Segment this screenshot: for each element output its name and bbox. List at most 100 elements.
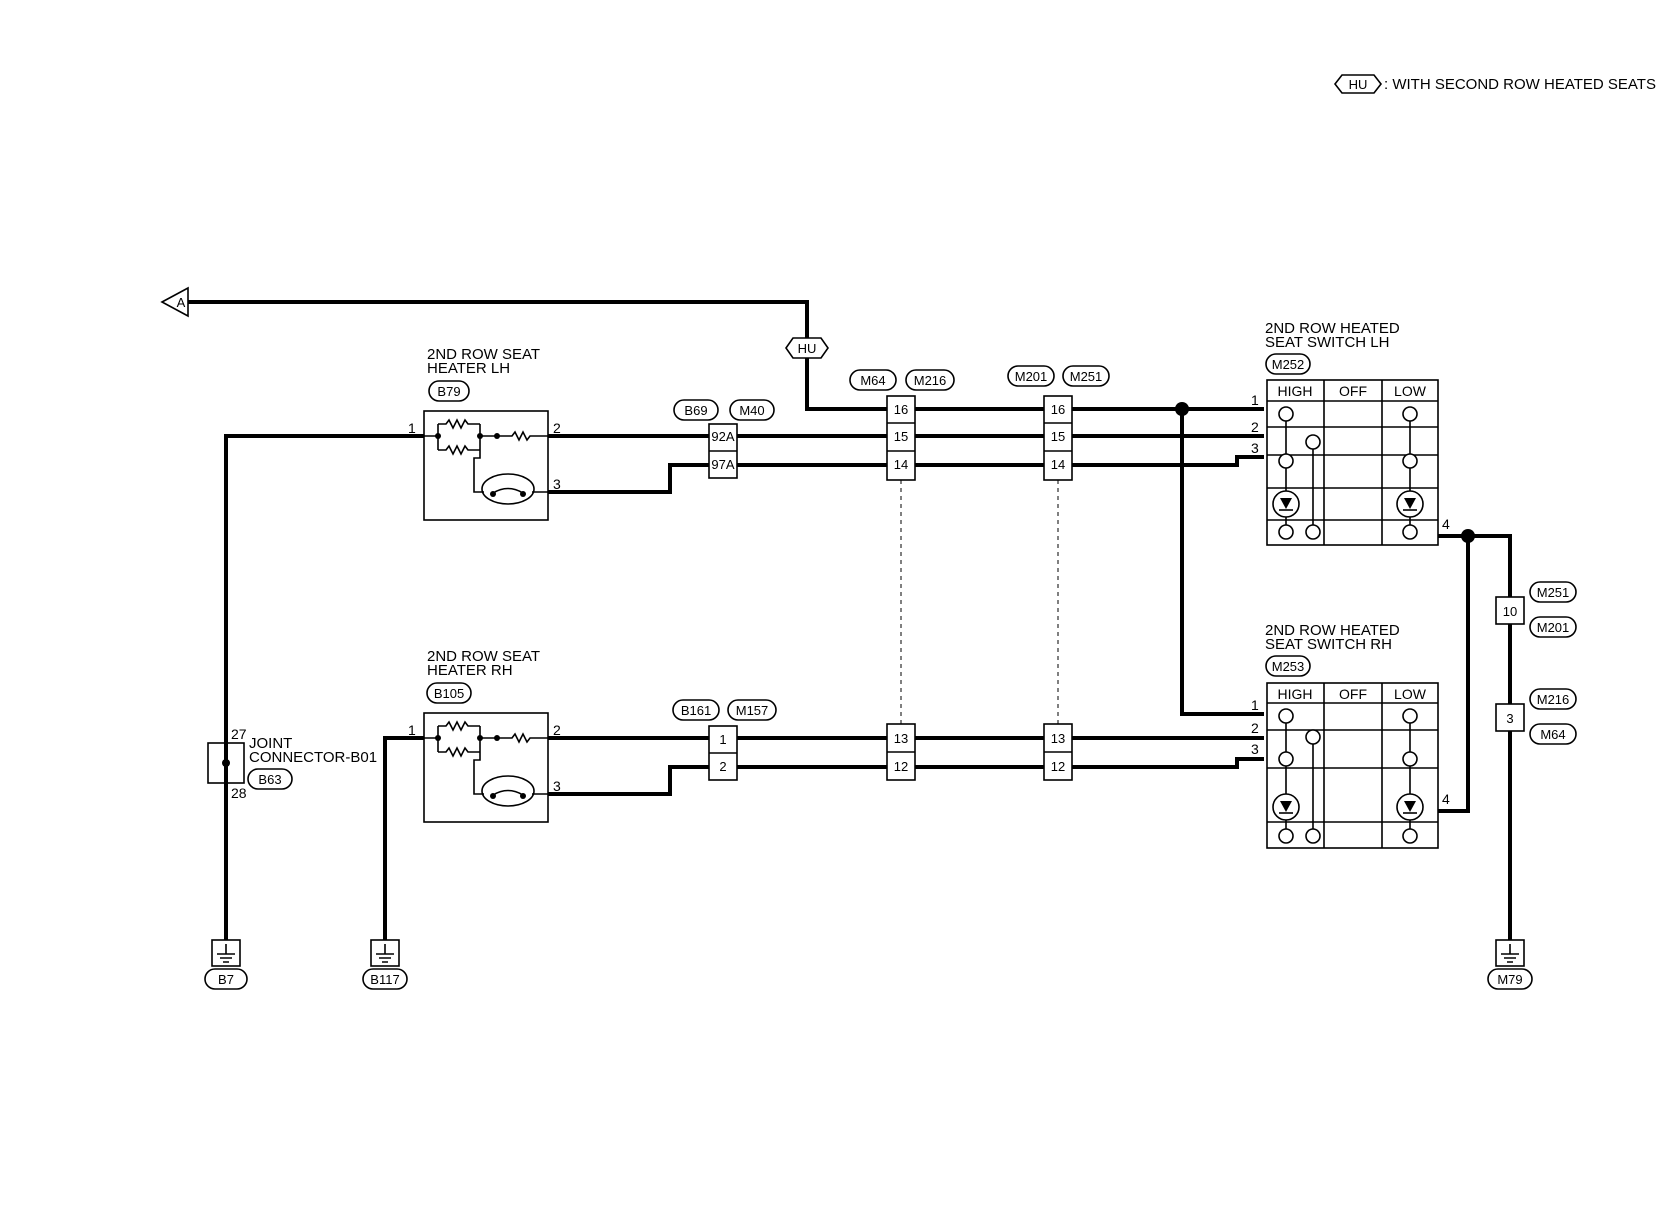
- heater-rh-thermostat-arc: [492, 789, 524, 796]
- switch-lh-id-badge: [1265, 353, 1311, 375]
- hu-tag-shape: [785, 337, 829, 359]
- m64-pin-15: 15: [894, 429, 908, 444]
- m64-badge: [849, 369, 897, 391]
- m201-badge: [1007, 365, 1055, 387]
- legend-hu-tag: [1333, 74, 1383, 94]
- wire-heater-rh-pin3: [545, 757, 1264, 796]
- inline-3-badge-1: [1529, 688, 1577, 710]
- m201-pin-12: 12: [1051, 759, 1065, 774]
- ground-b7-label: B7: [218, 972, 234, 987]
- heater-lh-pin3: 3: [553, 476, 561, 492]
- switch-lh-title-2: SEAT SWITCH LH: [1265, 334, 1389, 351]
- inline-3-id-1: M216: [1537, 692, 1570, 707]
- b69-pin-92a: 92A: [711, 429, 734, 444]
- wire-a-to-switch-lh-pin1: [186, 300, 1264, 411]
- heater-rh-thermo-dot-1: [490, 793, 496, 799]
- wire-splice-to-switch-rh-pin1: [1180, 407, 1264, 716]
- switch-lh-pin4: 4: [1442, 516, 1450, 532]
- m201-pin-16: 16: [1051, 402, 1065, 417]
- switch-lh-led-high-icon: [1280, 498, 1292, 509]
- ground-b117-label: B117: [370, 972, 399, 987]
- heater-rh-thermostat-wire: [473, 752, 548, 795]
- switch-lh-pin2: 2: [1251, 419, 1259, 435]
- m40-badge: [729, 399, 775, 421]
- ground-b7-badge: [204, 968, 248, 990]
- switch-lh-id: M252: [1272, 357, 1305, 372]
- heater-rh-id: B105: [434, 686, 464, 701]
- heater-lh-thermostat-arc: [492, 487, 524, 494]
- switch-rh-title-1: 2ND ROW HEATED: [1265, 622, 1400, 639]
- legend: HU : WITH SECOND ROW HEATED SEATS: [1333, 74, 1656, 94]
- heater-lh-title-1: 2ND ROW SEAT: [427, 346, 540, 363]
- m201-top-body: [1043, 395, 1073, 481]
- heater-lh-node-b: [477, 433, 483, 439]
- b69-pin-97a: 97A: [711, 457, 734, 472]
- m64-pin-16: 16: [894, 402, 908, 417]
- heater-rh-pin3: 3: [553, 778, 561, 794]
- ground-b117: B117: [362, 939, 408, 990]
- ground-b117-badge: [362, 968, 408, 990]
- ground-m79-icon: [1501, 944, 1519, 963]
- heater-lh-pin1: 1: [408, 420, 416, 436]
- switch-rh: 2ND ROW HEATED SEAT SWITCH RH M253 HIGH …: [1251, 622, 1450, 849]
- hu-tag-text: HU: [798, 341, 817, 356]
- heater-rh-title-2: HEATER RH: [427, 662, 513, 679]
- m64-pin-14: 14: [894, 457, 908, 472]
- heater-rh-pin2: 2: [553, 722, 561, 738]
- ground-m79-badge: [1487, 968, 1533, 990]
- ground-b7-icon: [217, 944, 235, 963]
- ground-b7: B7: [204, 939, 248, 990]
- wire-switch-rh-pin4: [1436, 534, 1470, 813]
- connector-m201-m251: M201 M251 16 15 14 13 12: [1007, 365, 1110, 781]
- switch-lh-title-1: 2ND ROW HEATED: [1265, 320, 1400, 337]
- switch-rh-grid: [1267, 683, 1438, 848]
- m201-label: M201: [1015, 369, 1048, 384]
- switch-rh-led-high-icon: [1280, 801, 1292, 812]
- m40-label: M40: [739, 403, 764, 418]
- switch-rh-pin4: 4: [1442, 791, 1450, 807]
- legend-hu-text: HU: [1349, 77, 1368, 92]
- joint-pin-27: 27: [231, 726, 247, 742]
- connector-a-label: A: [177, 295, 186, 310]
- joint-connector-b63: 27 28 JOINT CONNECTOR-B01 B63: [207, 726, 377, 801]
- joint-id: B63: [258, 772, 281, 787]
- inline-10-badge-1: [1529, 581, 1577, 603]
- heater-lh-thermostat-wire: [473, 450, 548, 493]
- heater-rh-title-1: 2ND ROW SEAT: [427, 648, 540, 665]
- heater-lh-id-badge: [428, 380, 470, 402]
- switch-lh-led-low-icon: [1404, 498, 1416, 509]
- joint-id-badge: [247, 768, 293, 790]
- switch-lh-header-high: HIGH: [1278, 383, 1313, 399]
- switch-rh-pin2: 2: [1251, 720, 1259, 736]
- heater-rh-node-c: [494, 735, 500, 741]
- inline-10-body: [1495, 596, 1525, 625]
- inline-connector-10: 10 M251 M201: [1495, 581, 1577, 638]
- switch-rh-led-low-icon: [1404, 801, 1416, 812]
- m64-label: M64: [860, 373, 885, 388]
- b161-pin-1: 1: [719, 732, 726, 747]
- switch-rh-pin3: 3: [1251, 741, 1259, 757]
- heater-rh-node-a: [435, 735, 441, 741]
- connector-b161-m157: B161 M157 1 2: [672, 699, 777, 781]
- heater-lh-thermo-dot-1: [490, 491, 496, 497]
- heater-lh: 2ND ROW SEAT HEATER LH B79 1 2 3: [408, 346, 561, 521]
- connector-a: A: [160, 286, 189, 318]
- switch-lh-grid: [1267, 380, 1438, 545]
- b161-label: B161: [681, 703, 711, 718]
- switch-rh-id: M253: [1272, 659, 1305, 674]
- wire-heater-lh-pin1-ground: [224, 434, 434, 942]
- heater-lh-node-c: [494, 433, 500, 439]
- switch-rh-header-high: HIGH: [1278, 686, 1313, 702]
- ground-m79: M79: [1487, 939, 1533, 990]
- connector-a-arrow: [160, 286, 189, 318]
- switch-lh: 2ND ROW HEATED SEAT SWITCH LH M252 HIGH …: [1251, 320, 1450, 546]
- m251-label: M251: [1070, 369, 1103, 384]
- m201-pin-15: 15: [1051, 429, 1065, 444]
- b161-badge: [672, 699, 720, 721]
- m216-badge: [905, 369, 955, 391]
- inline-10-id-2: M201: [1537, 620, 1570, 635]
- heater-lh-thermo-dot-2: [520, 491, 526, 497]
- switch-rh-id-badge: [1265, 655, 1311, 677]
- inline-connector-3: 3 M216 M64: [1495, 688, 1577, 745]
- heater-rh-node-b: [477, 735, 483, 741]
